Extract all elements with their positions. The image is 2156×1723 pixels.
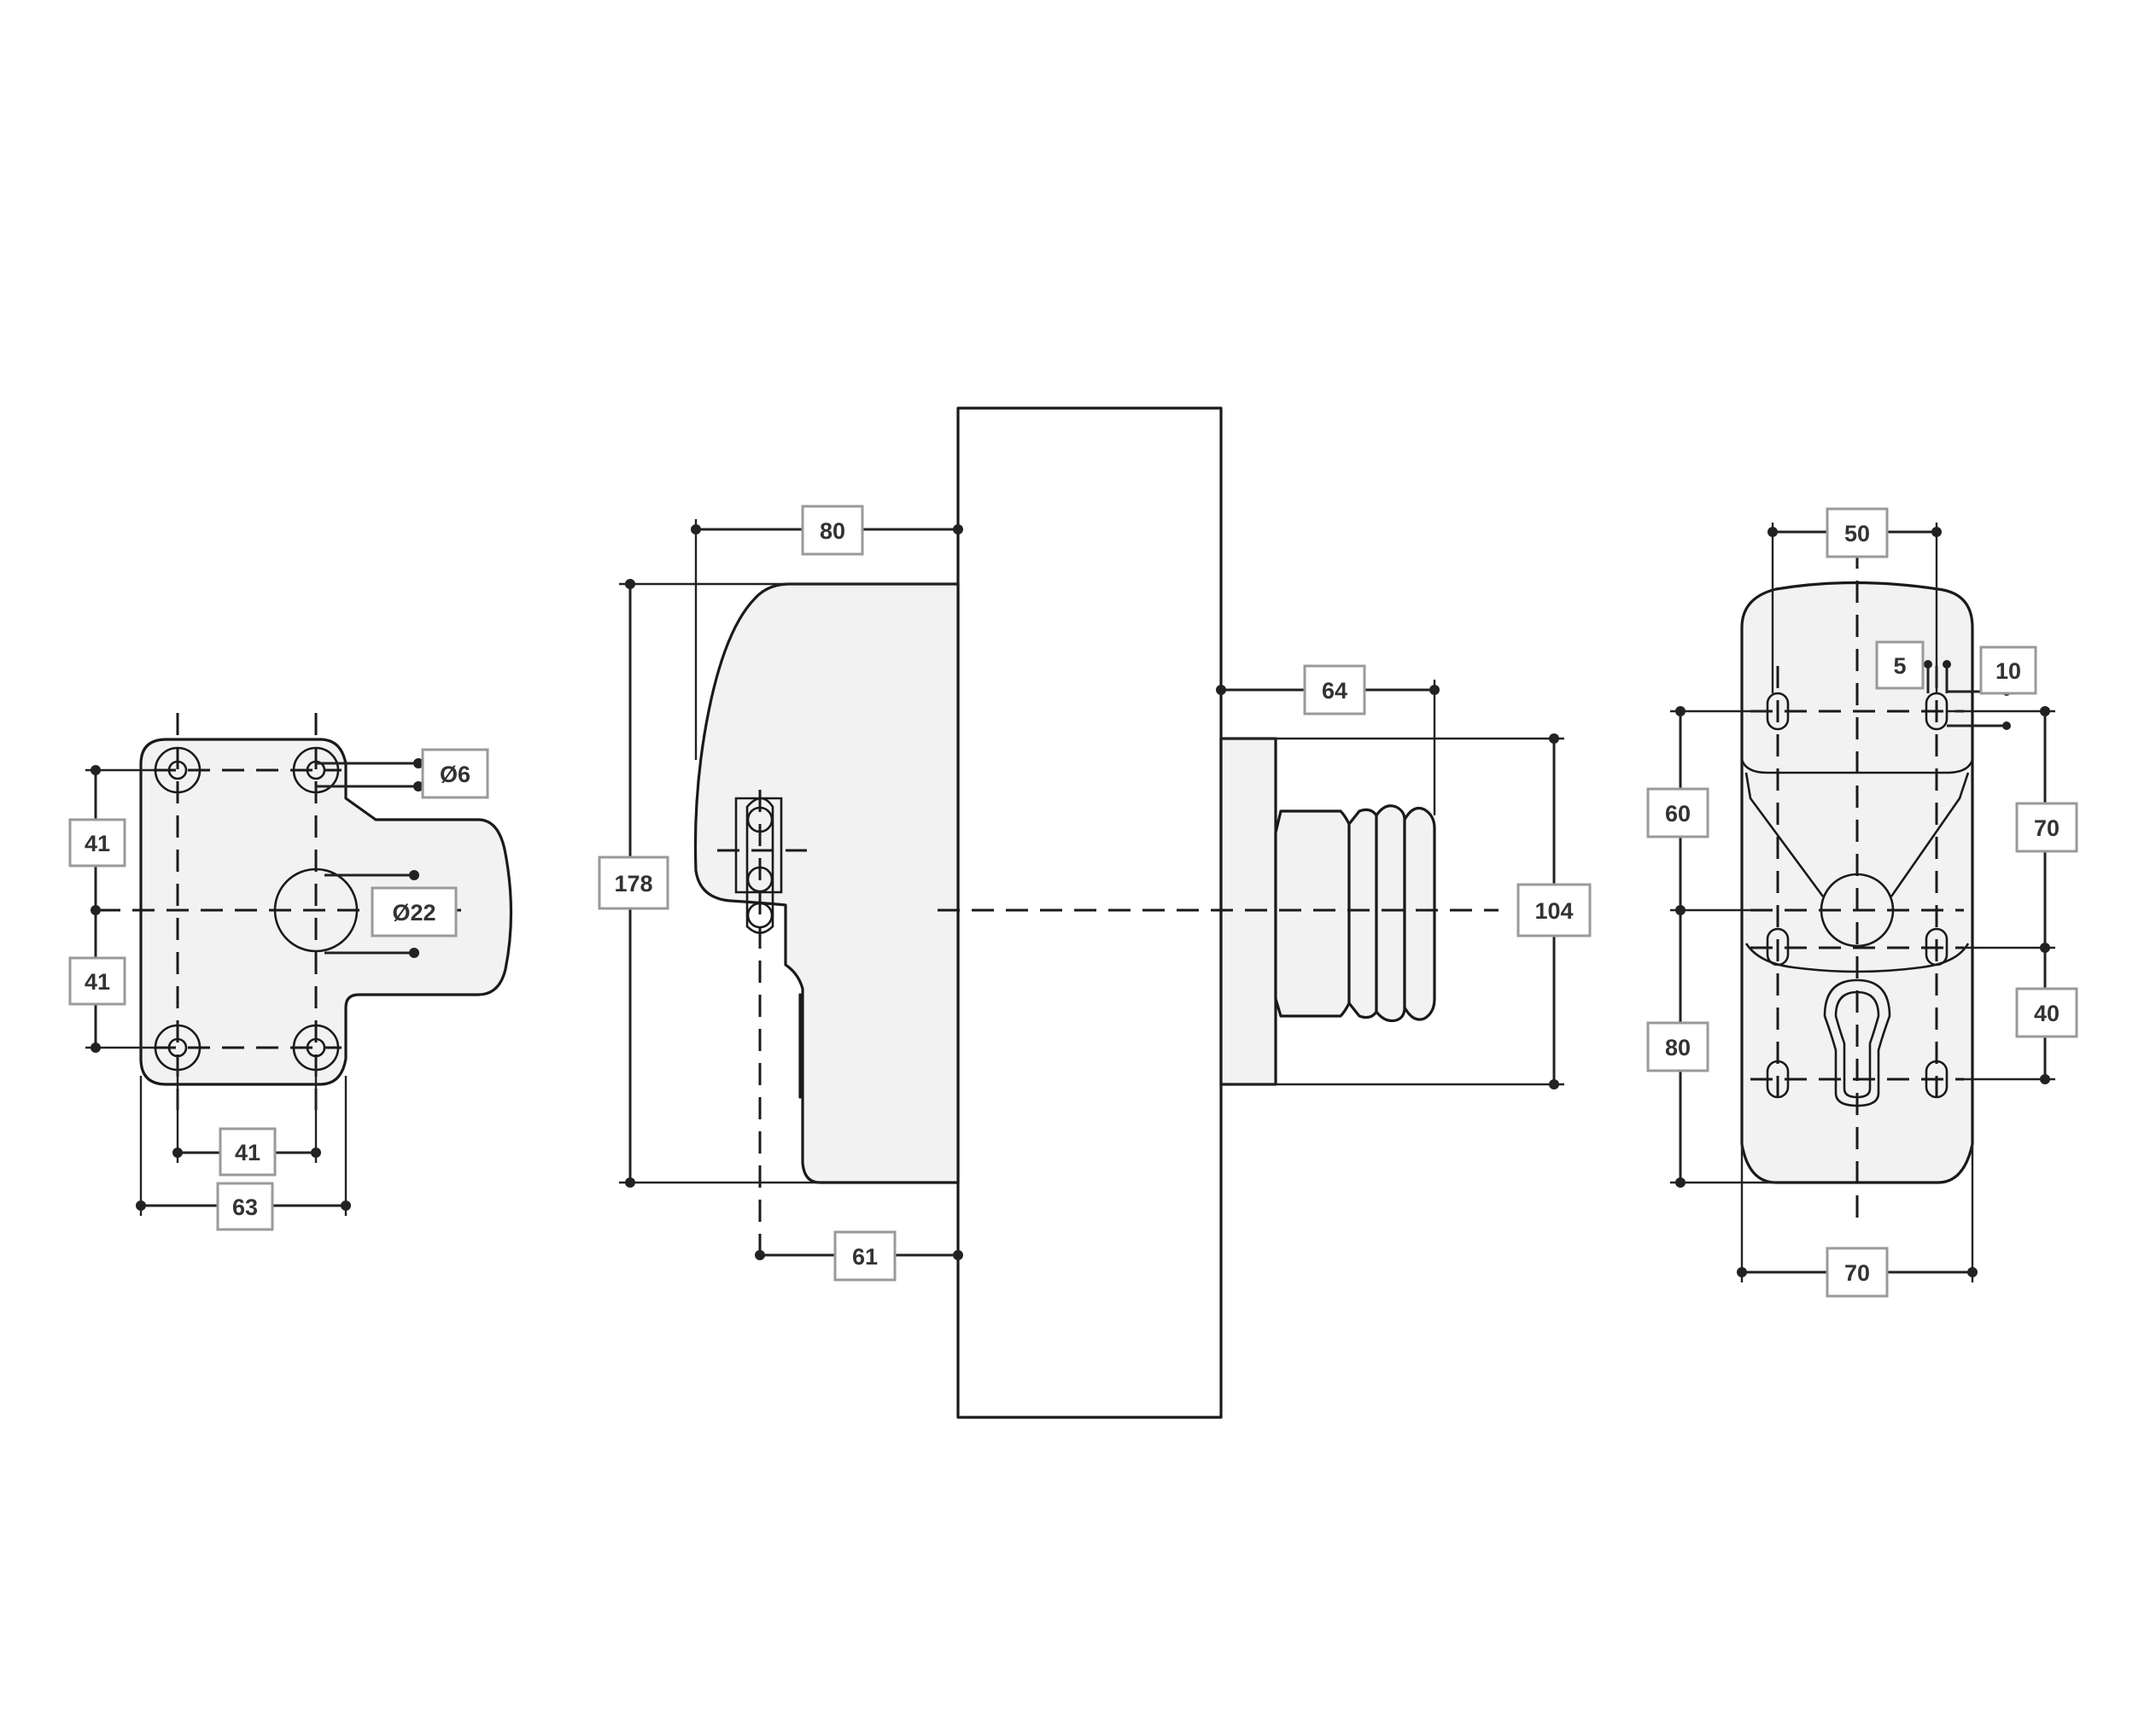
rear-dim-dot [1675, 1177, 1686, 1188]
side-label-61: 61 [833, 1230, 897, 1282]
side-knob-ring-3 [1403, 806, 1436, 1021]
side-dim-dot [1549, 1079, 1559, 1089]
front-dim-dot [91, 905, 101, 915]
rear-label-70-right: 70 [2015, 802, 2078, 853]
rear-funnel [1744, 772, 1970, 897]
svg-text:50: 50 [1844, 521, 1870, 546]
svg-text:178: 178 [614, 871, 652, 897]
rear-upper-housing [1740, 628, 1974, 774]
front-dim-dot [311, 1148, 321, 1158]
front-dim-dot [413, 758, 424, 768]
svg-text:Ø6: Ø6 [440, 762, 470, 787]
side-dim-dot [1216, 685, 1226, 695]
svg-text:80: 80 [1665, 1035, 1691, 1060]
side-dim-dot [625, 1177, 635, 1188]
rear-dim-dot [2040, 943, 2050, 953]
rear-label-80: 80 [1646, 1021, 1709, 1072]
rear-dim-dot [1943, 660, 1951, 669]
rear-dim-dot [1675, 905, 1686, 915]
rear-dim-dot [1931, 527, 1942, 537]
front-label-41-bottom: 41 [68, 956, 126, 1006]
svg-text:60: 60 [1665, 801, 1691, 826]
side-label-104: 104 [1516, 883, 1592, 937]
front-dim-dot [172, 1148, 183, 1158]
svg-text:70: 70 [2034, 815, 2060, 841]
side-label-80: 80 [801, 505, 864, 556]
rear-dim-dot [1924, 660, 1932, 669]
front-label-41-pitch: 41 [219, 1127, 277, 1177]
side-latch-bolt [745, 797, 774, 934]
side-knob-body [1274, 809, 1351, 1018]
front-dim-dot [91, 1043, 101, 1053]
door-panel [956, 406, 1223, 1419]
svg-text:41: 41 [235, 1140, 260, 1165]
svg-text:10: 10 [1995, 658, 2021, 684]
side-view: 80 178 61 64 104 [598, 406, 1592, 1419]
side-dim-dot [1549, 733, 1559, 744]
side-dim-dot [625, 579, 635, 589]
front-dim-dot [413, 781, 424, 791]
side-dim-dot [755, 1250, 765, 1260]
front-plate-outline [139, 738, 513, 1086]
front-label-63: 63 [216, 1182, 274, 1231]
svg-text:40: 40 [2034, 1001, 2060, 1026]
front-view: 41 41 41 63 Ø6 Ø22 [68, 713, 513, 1231]
rear-dim-dot [1737, 1267, 1747, 1277]
front-label-d6: Ø6 [421, 748, 489, 799]
side-dim-dot [953, 1250, 963, 1260]
side-lock-body [693, 582, 960, 1184]
front-label-41-top: 41 [68, 818, 126, 867]
svg-text:41: 41 [85, 831, 110, 856]
rear-label-60: 60 [1646, 787, 1709, 838]
front-label-d22: Ø22 [371, 886, 458, 937]
side-dim-dot [953, 524, 963, 534]
side-knob-ring-2 [1375, 804, 1406, 1023]
front-dim-dot [341, 1200, 351, 1211]
side-label-178: 178 [598, 856, 669, 910]
svg-text:63: 63 [232, 1194, 258, 1220]
front-dim-dot [136, 1200, 146, 1211]
rear-label-50: 50 [1826, 507, 1889, 558]
front-dim-dot [91, 765, 101, 775]
rear-dim-dot [2040, 706, 2050, 716]
front-dim-dot [409, 870, 419, 880]
svg-text:Ø22: Ø22 [392, 900, 435, 926]
rear-dim-dot [1767, 527, 1778, 537]
side-label-64: 64 [1303, 664, 1366, 715]
svg-text:61: 61 [852, 1244, 878, 1270]
svg-text:70: 70 [1844, 1260, 1870, 1286]
side-knob-ring-1 [1347, 808, 1378, 1019]
rear-label-5: 5 [1875, 640, 1925, 690]
rear-dim-dot [2040, 1074, 2050, 1084]
side-dim-dot [691, 524, 701, 534]
svg-text:41: 41 [85, 969, 110, 995]
side-dim-dot [1429, 685, 1440, 695]
svg-text:80: 80 [820, 518, 845, 544]
svg-text:5: 5 [1893, 653, 1906, 679]
rear-label-70-bottom: 70 [1826, 1247, 1889, 1298]
rear-dim-dot [2002, 721, 2011, 730]
front-dim-dot [409, 948, 419, 958]
rear-dim-dot [1967, 1267, 1978, 1277]
rear-label-40: 40 [2015, 987, 2078, 1038]
rear-label-10: 10 [1979, 645, 2037, 695]
rear-dim-dot [1675, 706, 1686, 716]
svg-text:104: 104 [1534, 898, 1573, 924]
svg-text:64: 64 [1322, 678, 1347, 704]
rear-view: 50 5 10 60 80 70 40 70 [1646, 507, 2078, 1298]
side-latch-slot [734, 797, 783, 894]
